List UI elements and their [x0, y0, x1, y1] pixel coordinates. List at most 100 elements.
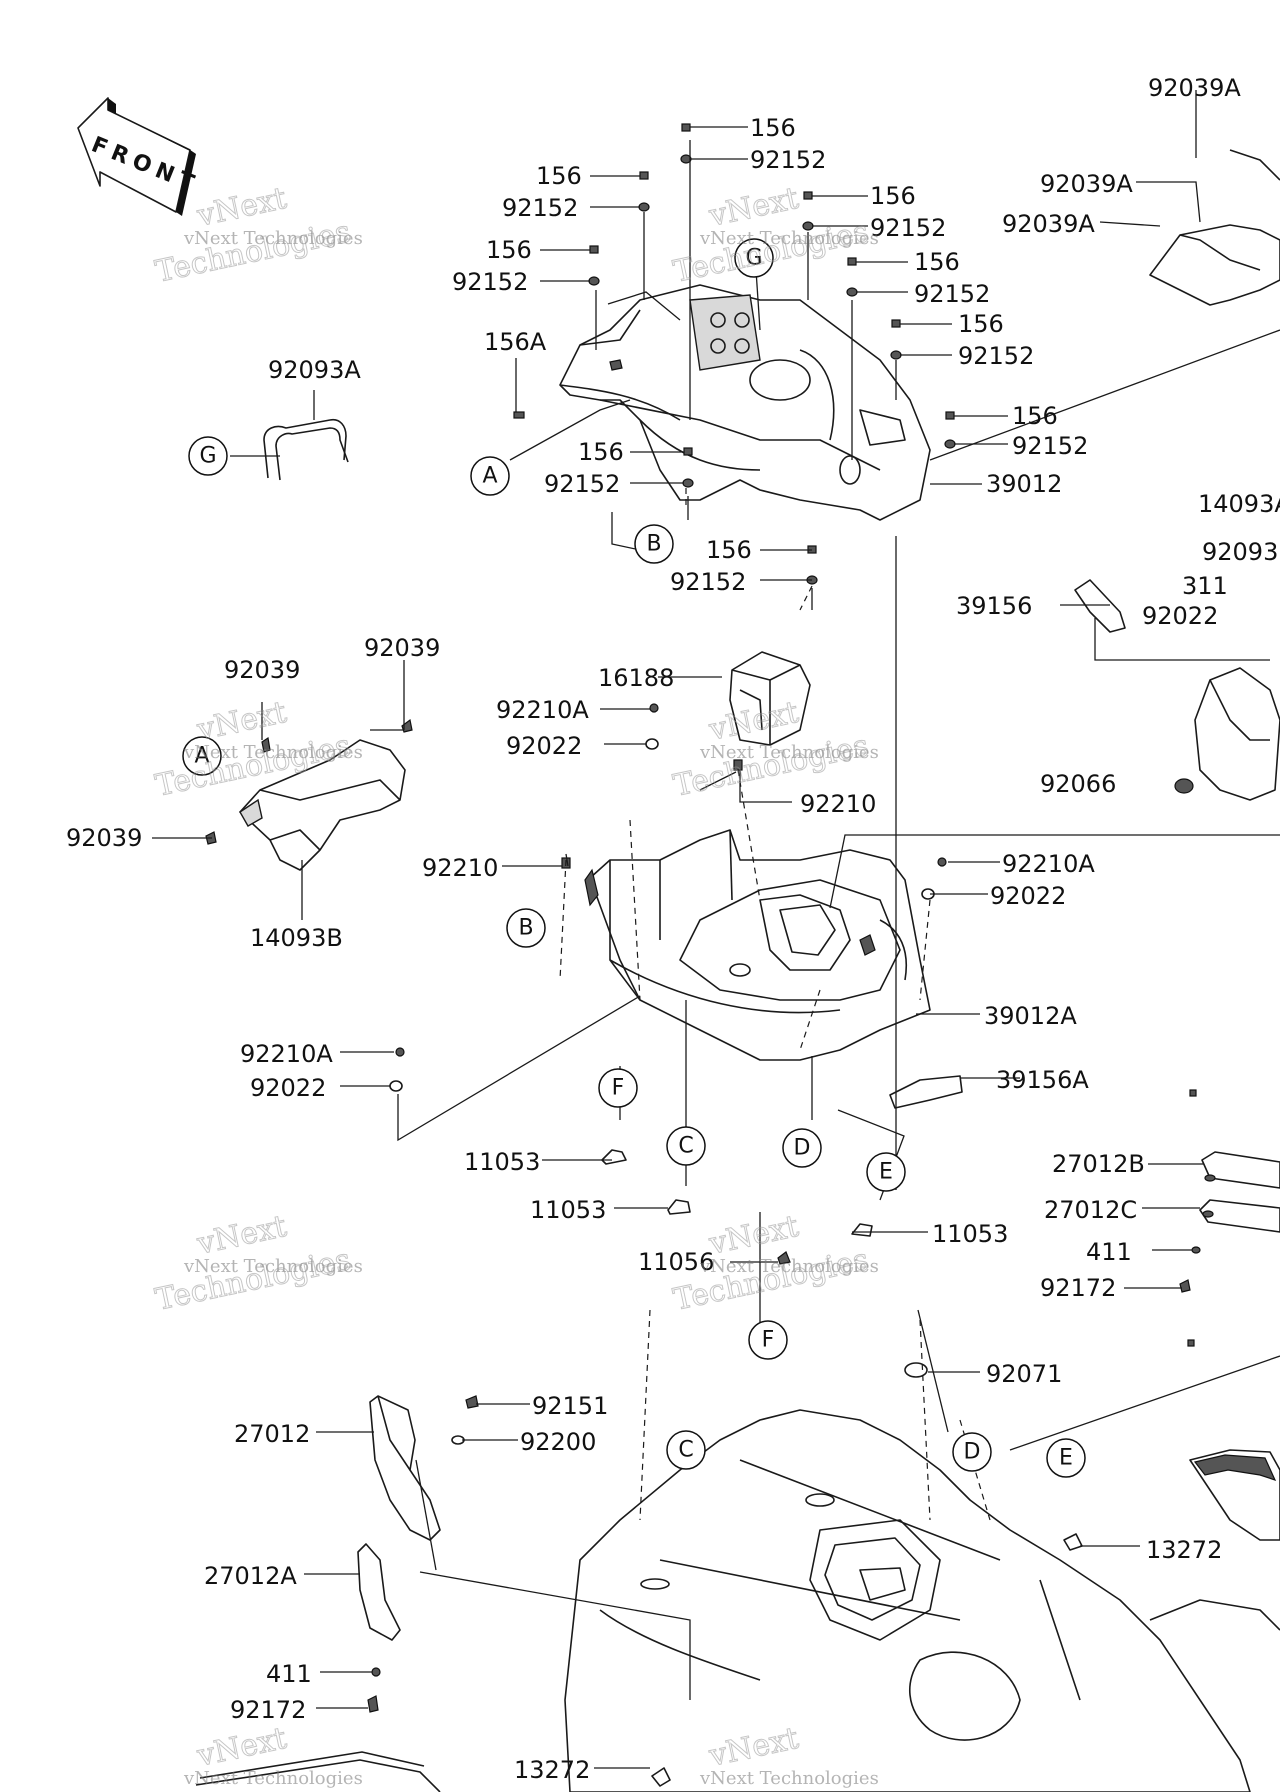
part-label: 92093	[1202, 538, 1278, 566]
lower-body	[564, 1409, 1280, 1792]
fastener-markers	[205, 123, 1201, 1787]
callout-B: B	[646, 532, 661, 557]
svg-text:vNext: vNext	[705, 695, 801, 748]
part-label: 92172	[230, 1696, 306, 1724]
part-label: 13272	[1146, 1536, 1222, 1564]
part-label: 14093A	[1198, 490, 1280, 518]
callout-C: C	[678, 1438, 693, 1463]
svg-text:vNext: vNext	[193, 181, 289, 234]
part-label: 311	[1182, 572, 1228, 600]
part-label: 411	[266, 1660, 312, 1688]
part-label: 156	[870, 182, 916, 210]
part-label: 16188	[598, 664, 674, 692]
part-label: 11056	[638, 1248, 714, 1276]
callout-F: F	[612, 1076, 625, 1101]
part-label: 92152	[544, 470, 620, 498]
part-label: 39156	[956, 592, 1032, 620]
watermark: vNext vNext Technologies	[183, 1720, 363, 1789]
rail-27012	[369, 1395, 441, 1541]
part-label: 39156A	[996, 1066, 1089, 1094]
part-label: 156	[536, 162, 582, 190]
callout-G: G	[745, 246, 762, 271]
block-16188	[729, 651, 811, 746]
middle-tray-39012A	[584, 829, 931, 1061]
callout-D: D	[794, 1136, 811, 1161]
part-label: 411	[1086, 1238, 1132, 1266]
part-label: 92022	[250, 1074, 326, 1102]
part-label: 156	[958, 310, 1004, 338]
callout-A: A	[482, 464, 497, 489]
svg-text:vNext: vNext	[193, 1209, 289, 1262]
part-label: 92022	[1142, 602, 1218, 630]
right-upper-fragment	[1149, 149, 1280, 306]
svg-text:vNext Technologies: vNext Technologies	[699, 742, 879, 763]
part-label: 92039	[364, 634, 440, 662]
part-label: 156	[914, 248, 960, 276]
watermark: vNext vNext Technologies Technologies	[152, 694, 363, 804]
part-label: 92066	[1040, 770, 1116, 798]
part-label: 92152	[870, 214, 946, 242]
part-label: 92210A	[496, 696, 589, 724]
part-label: 92210	[422, 854, 498, 882]
watermarks: vNext vNext Technologies Technologies vN…	[152, 180, 879, 1789]
part-label: 156	[750, 114, 796, 142]
left-cover-14093B	[239, 739, 406, 871]
part-label: 92152	[750, 146, 826, 174]
callout-E: E	[1059, 1446, 1073, 1471]
lower-left-frame	[195, 1751, 441, 1792]
pad-39156	[1074, 579, 1126, 633]
part-label: 27012B	[1052, 1150, 1145, 1178]
part-label: 27012C	[1044, 1196, 1137, 1224]
watermark: vNext vNext Technologies Technologies	[670, 180, 879, 290]
part-label: 92039A	[1040, 170, 1133, 198]
callout-F: F	[762, 1328, 775, 1353]
part-label: 92152	[958, 342, 1034, 370]
part-label: 156	[578, 438, 624, 466]
part-label: 92152	[452, 268, 528, 296]
callout-C: C	[678, 1134, 693, 1159]
svg-text:vNext: vNext	[705, 1721, 801, 1774]
part-label: 92071	[986, 1360, 1062, 1388]
front-label: FRONT	[88, 132, 203, 198]
right-27012B-fragment	[1199, 1151, 1280, 1233]
part-label: 11053	[464, 1148, 540, 1176]
svg-text:Technologies: Technologies	[152, 728, 353, 804]
leader-lines	[152, 90, 1280, 1769]
callout-B: B	[518, 916, 533, 941]
callout-circles: G G A A B B F C D E F C D E	[182, 238, 1086, 1478]
callout-D: D	[964, 1440, 981, 1465]
part-label: 92210A	[1002, 850, 1095, 878]
part-label: 92172	[1040, 1274, 1116, 1302]
u-bracket-92093A	[263, 418, 349, 481]
part-label: 156	[486, 236, 532, 264]
pad-39156A	[889, 1075, 963, 1109]
part-label: 92152	[914, 280, 990, 308]
callout-G: G	[199, 444, 216, 469]
part-label: 92039A	[1002, 210, 1095, 238]
watermark: vNext vNext Technologies Technologies	[670, 1208, 879, 1318]
callout-A: A	[194, 744, 209, 769]
part-label: 27012	[234, 1420, 310, 1448]
part-label: 39012	[986, 470, 1062, 498]
right-mid-fragment	[1174, 667, 1280, 801]
part-label: 92210A	[240, 1040, 333, 1068]
part-labels: 92039A 92039A 92039A 156 92152 156 92152…	[66, 74, 1280, 1784]
part-label: 14093B	[250, 924, 343, 952]
svg-text:Technologies: Technologies	[152, 214, 353, 290]
part-label: 156	[1012, 402, 1058, 430]
part-label: 92152	[1012, 432, 1088, 460]
part-label: 39012A	[984, 1002, 1077, 1030]
part-label: 11053	[932, 1220, 1008, 1248]
part-label: 92152	[670, 568, 746, 596]
part-label: 156A	[484, 328, 547, 356]
part-label: 92151	[532, 1392, 608, 1420]
part-label: 92039A	[1148, 74, 1241, 102]
part-label: 92210	[800, 790, 876, 818]
svg-text:vNext: vNext	[193, 695, 289, 748]
svg-text:Technologies: Technologies	[152, 1242, 353, 1318]
part-label: 156	[706, 536, 752, 564]
svg-text:vNext Technologies: vNext Technologies	[699, 1256, 879, 1277]
part-label: 92039	[66, 824, 142, 852]
part-label: 11053	[530, 1196, 606, 1224]
